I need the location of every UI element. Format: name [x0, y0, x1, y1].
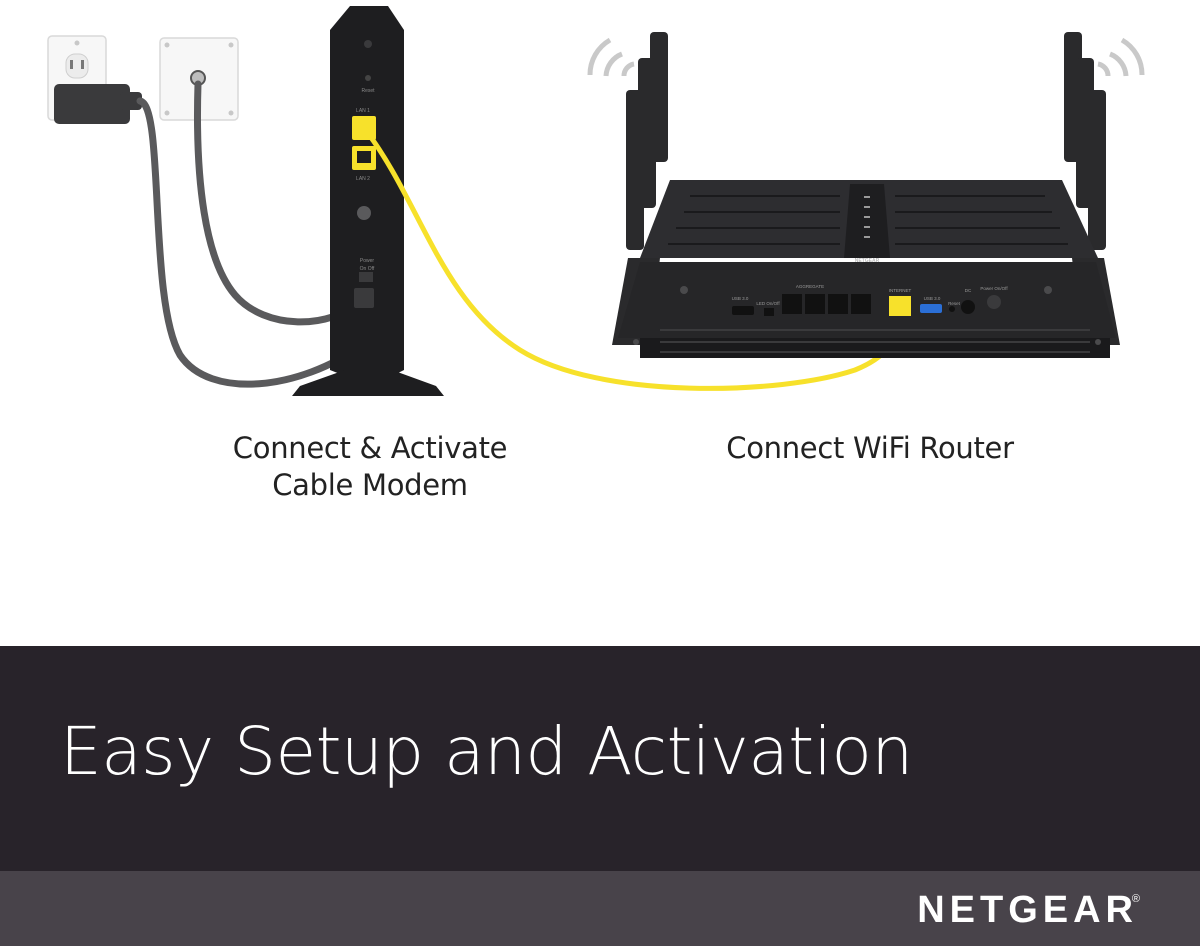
- router-logo-label: NETGEAR: [855, 258, 880, 264]
- modem-on-off-label: On Off: [360, 266, 375, 272]
- power-cable: [136, 97, 366, 388]
- wifi-signal-icon-right: [1097, 37, 1145, 77]
- coax-wall-plate: [159, 37, 239, 121]
- modem-caption-line2: Cable Modem: [272, 468, 468, 502]
- modem-caption-line1: Connect & Activate: [232, 431, 508, 465]
- netgear-logo: NETGEAR: [917, 889, 1138, 931]
- router-led-label: LED On/Off: [756, 301, 780, 306]
- wifi-router: NETGEAR USB 3.0 LED On/Off AGGREGATE INT…: [612, 32, 1120, 358]
- router-internet-label: INTERNET: [889, 288, 912, 293]
- power-adapter: [54, 84, 142, 124]
- registered-trademark: ®: [1131, 893, 1140, 905]
- modem-lan2-label: LAN 2: [356, 176, 370, 182]
- router-caption: Connect WiFi Router: [680, 430, 1060, 467]
- router-caption-text: Connect WiFi Router: [726, 431, 1014, 465]
- cable-modem: Reset LAN 1 LAN 2 Power On Off: [292, 6, 444, 396]
- router-usb1-label: USB 3.0: [732, 296, 749, 301]
- router-aggregate-label: AGGREGATE: [796, 284, 824, 289]
- router-reset-label: Reset: [948, 301, 961, 306]
- modem-lan1-label: LAN 1: [356, 108, 370, 114]
- brand-footer: [0, 871, 1200, 946]
- router-usb2-label: USB 3.0: [924, 296, 941, 301]
- router-internet-port: [889, 296, 911, 316]
- modem-reset-label: Reset: [361, 88, 375, 94]
- router-power-label: Power On/Off: [980, 286, 1008, 291]
- modem-power-label: Power: [360, 258, 375, 264]
- setup-illustration: Reset LAN 1 LAN 2 Power On Off: [47, 6, 1145, 396]
- modem-caption: Connect & Activate Cable Modem: [200, 430, 540, 504]
- wifi-signal-icon-left: [587, 37, 635, 77]
- coax-cable: [194, 80, 366, 326]
- banner-headline: Easy Setup and Activation: [60, 713, 913, 790]
- router-dc-label: DC: [965, 288, 972, 293]
- headline-banner: [0, 646, 1200, 871]
